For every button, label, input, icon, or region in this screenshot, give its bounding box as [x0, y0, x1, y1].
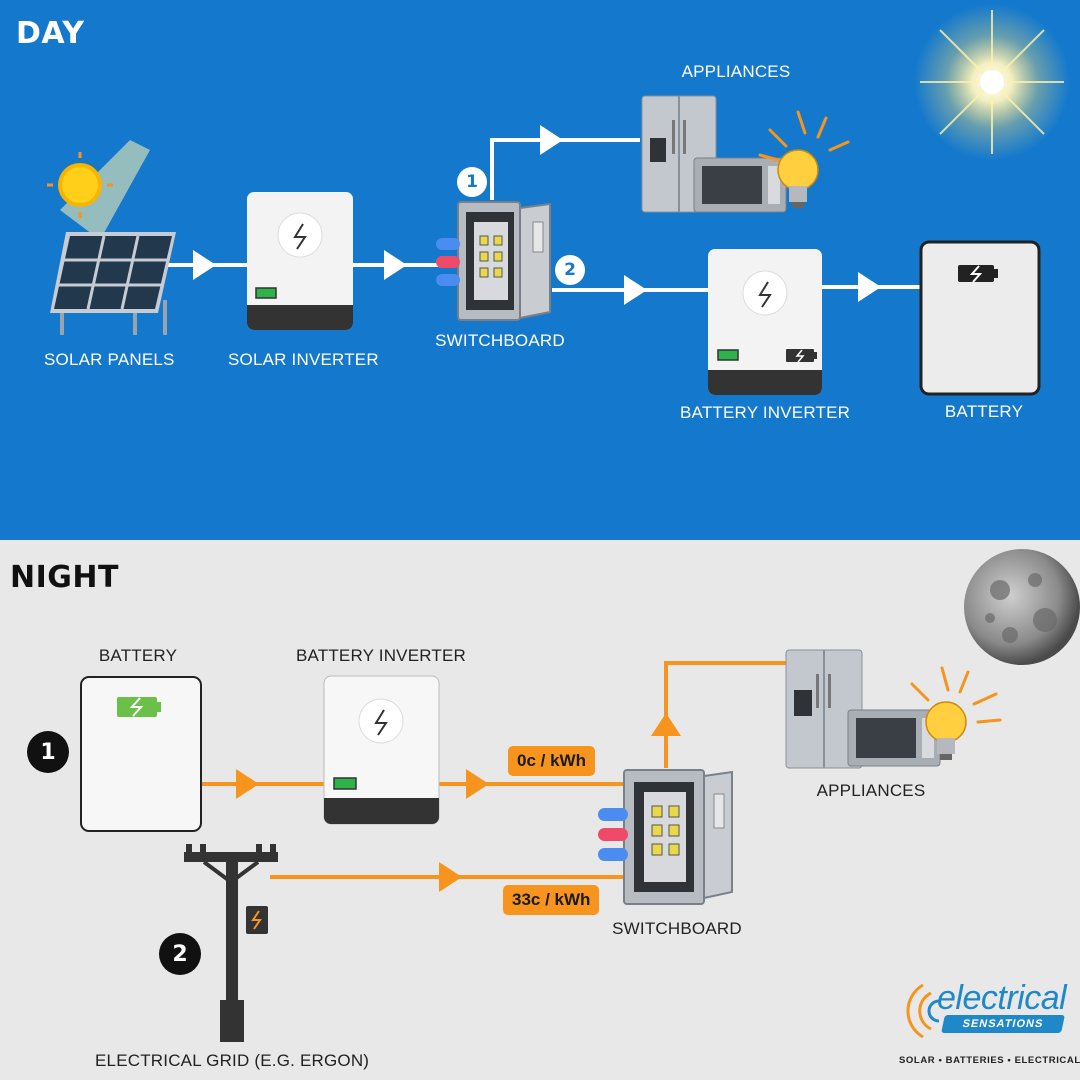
label-solar-panels: SOLAR PANELS [44, 350, 175, 369]
label-battery-inverter: BATTERY INVERTER [680, 403, 851, 422]
switchboard-icon [436, 201, 551, 321]
label-switchboard: SWITCHBOARD [612, 919, 742, 938]
day-path-number-1: 1 [457, 167, 487, 197]
label-electrical-grid: ELECTRICAL GRID (E.G. ERGON) [95, 1051, 370, 1070]
inverter-icon [323, 675, 440, 825]
label-battery-inverter: BATTERY INVERTER [295, 646, 467, 665]
fridge-icon [785, 649, 863, 769]
day-diagram [47, 4, 1070, 396]
battery-icon [80, 676, 202, 832]
label-appliances: APPLIANCES [816, 781, 926, 800]
brand-logo: electrical SENSATIONS SOLAR • BATTERIES … [895, 975, 1080, 1070]
logo-name-band: SENSATIONS [941, 1015, 1065, 1033]
label-battery: BATTERY [98, 646, 178, 665]
power-pole-icon [184, 844, 278, 1042]
logo-signal-icon [906, 983, 940, 1039]
label-switchboard: SWITCHBOARD [435, 331, 565, 350]
logo-name-top: electrical [937, 979, 1067, 1017]
inverter-icon [708, 249, 822, 395]
day-heading: DAY [16, 16, 85, 51]
label-appliances: APPLIANCES [681, 62, 791, 81]
day-path-number-2: 2 [555, 255, 585, 285]
switchboard-icon [598, 769, 733, 905]
night-path-number-2: 2 [159, 933, 201, 975]
logo-tagline: SOLAR • BATTERIES • ELECTRICAL [899, 1055, 1080, 1066]
moon-icon [964, 549, 1080, 665]
light-bulb-icon [910, 666, 1002, 760]
price-tag-battery: 0c / kWh [508, 746, 595, 776]
night-diagram [80, 549, 1080, 1042]
label-battery: BATTERY [944, 402, 1024, 421]
night-path-number-1: 1 [27, 731, 69, 773]
inverter-icon [247, 192, 353, 330]
sun-icon [914, 4, 1070, 160]
night-section: NIGHT [0, 540, 1080, 1080]
light-bulb-icon [758, 110, 850, 208]
solar-panel-icon [47, 140, 176, 335]
label-solar-inverter: SOLAR INVERTER [228, 350, 379, 369]
night-heading: NIGHT [10, 560, 119, 595]
microwave-icon [693, 157, 787, 213]
battery-icon [919, 240, 1041, 396]
day-section: DAY [0, 0, 1080, 540]
price-tag-grid: 33c / kWh [503, 885, 600, 915]
